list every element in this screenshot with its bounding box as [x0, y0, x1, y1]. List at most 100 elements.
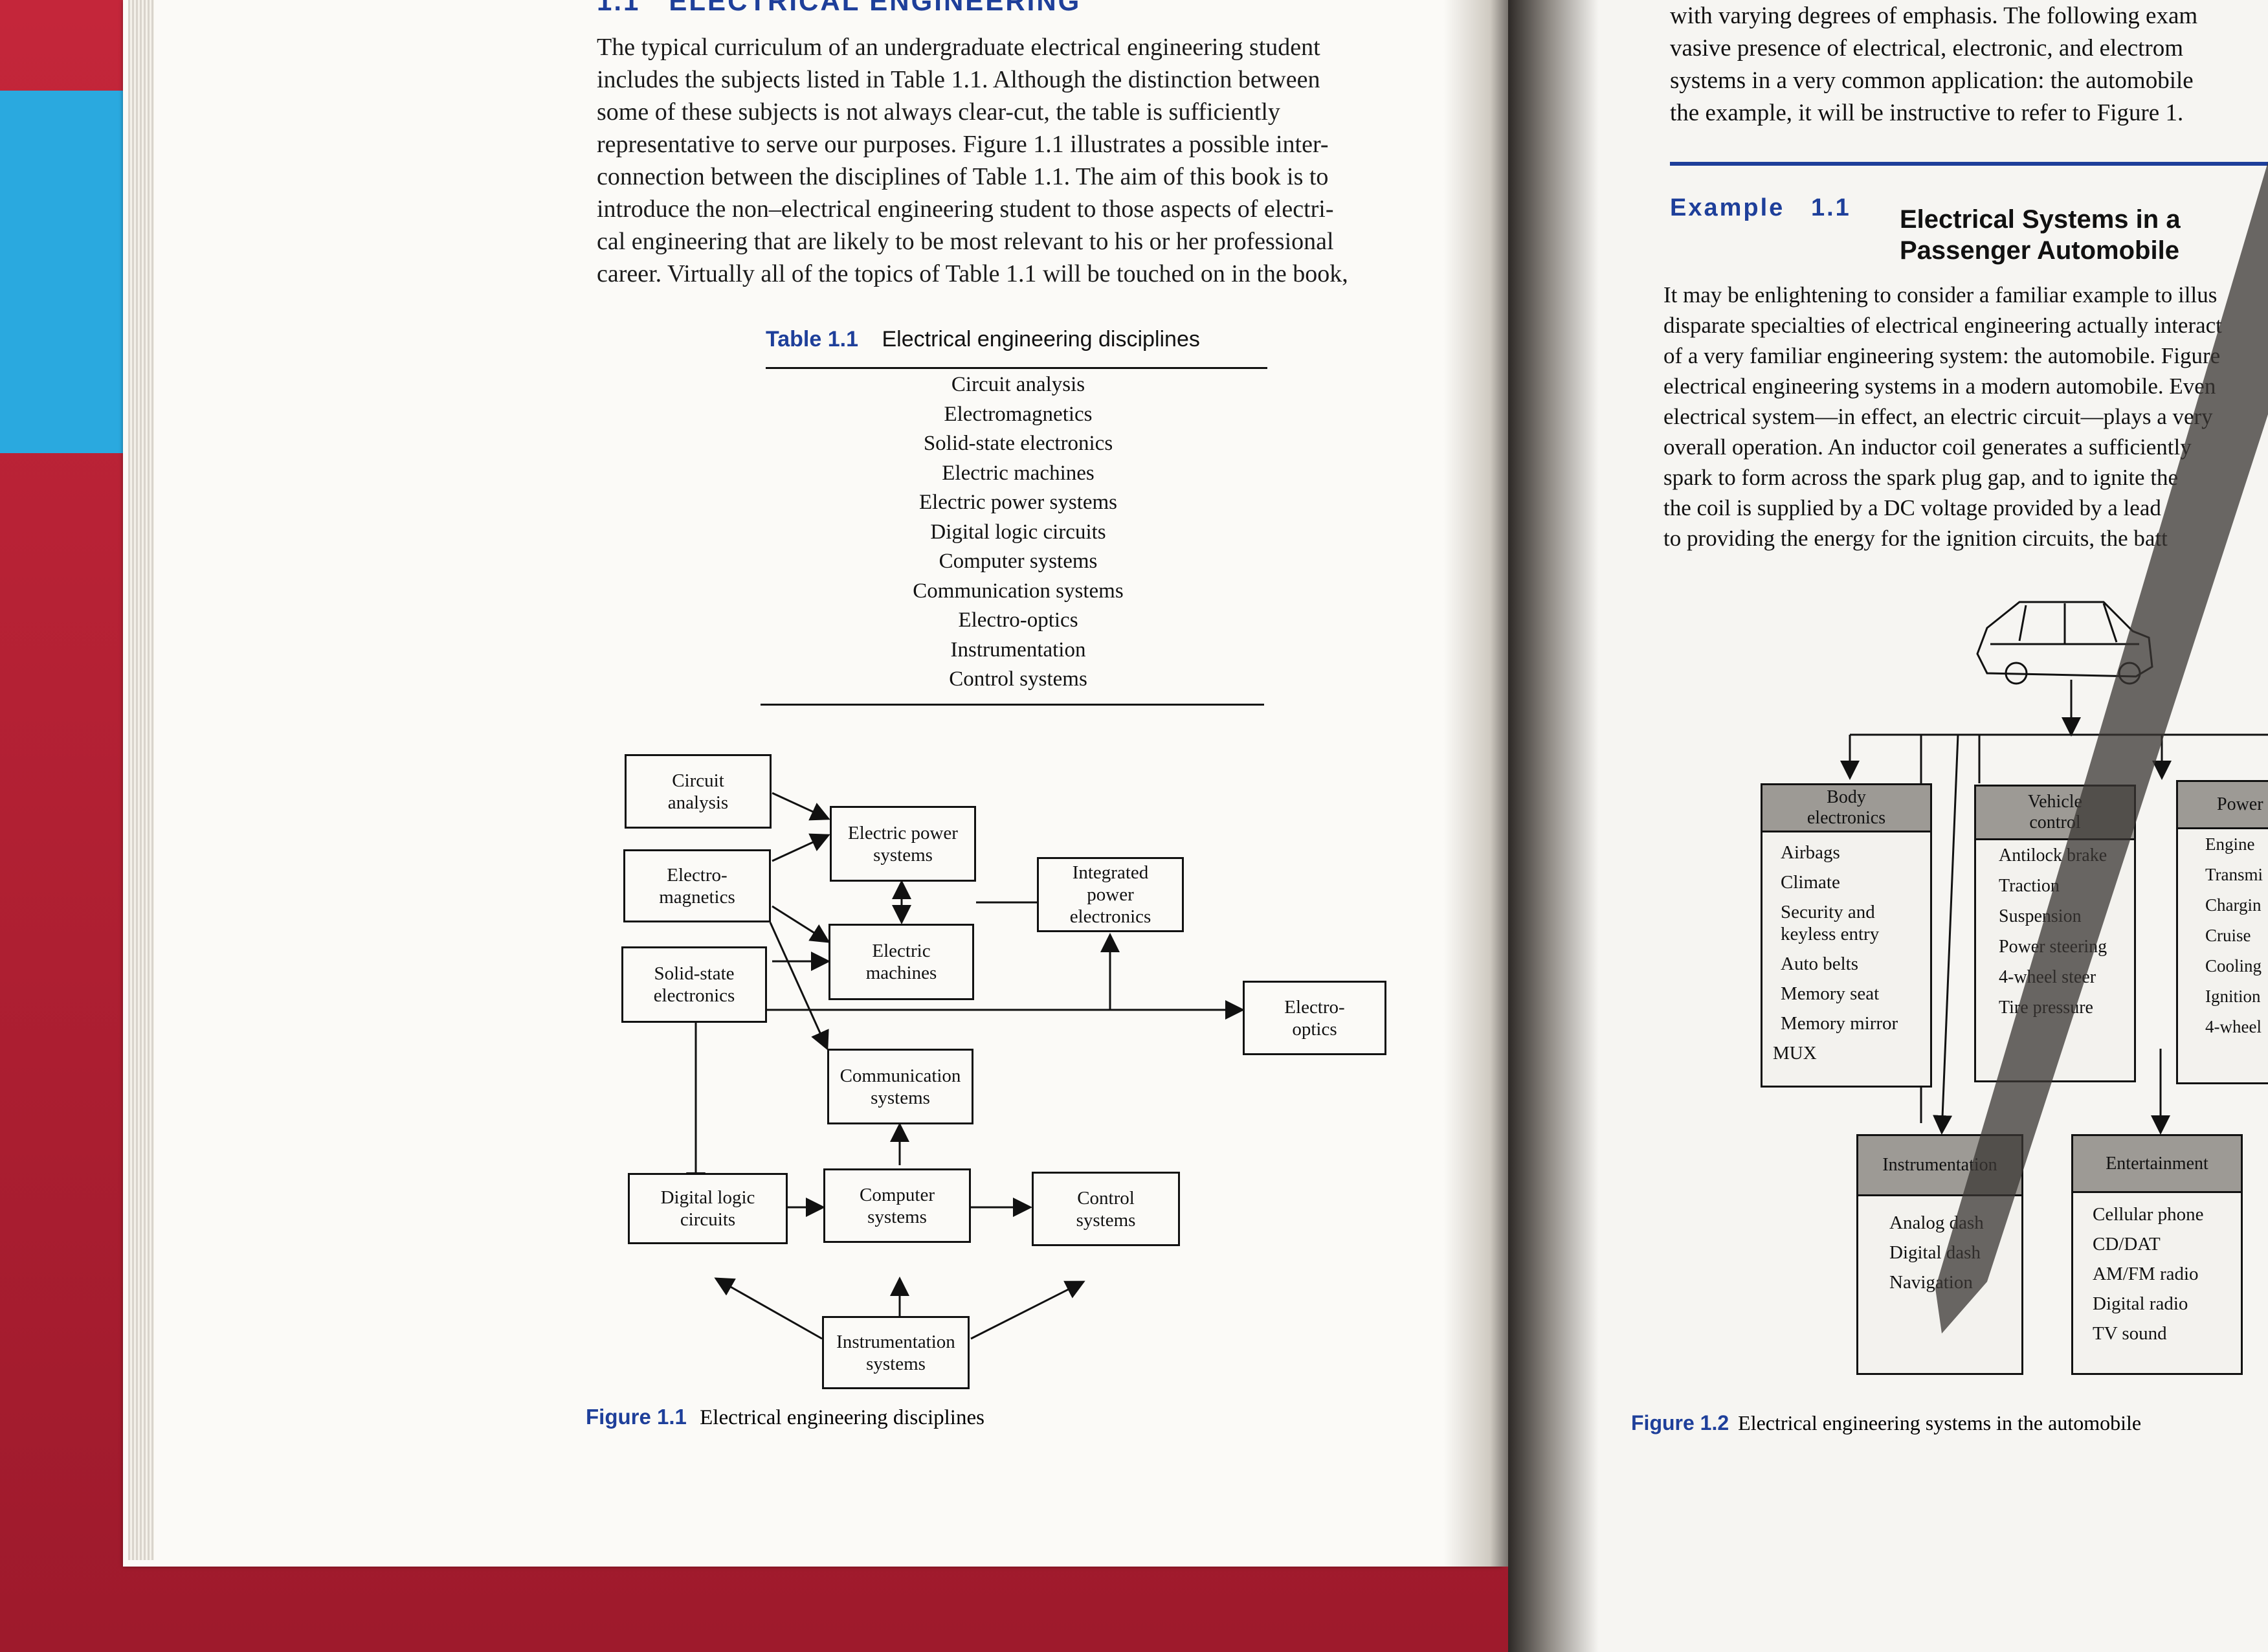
list-item: 4-wheel	[2205, 1017, 2262, 1036]
list-item: AM/FM radio	[2093, 1264, 2199, 1284]
box-integrated-power-electronics: Integrated power electronics	[1037, 857, 1184, 932]
list-item: Digital radio	[2093, 1293, 2188, 1314]
table-row: Circuit analysis	[951, 373, 1085, 396]
table-row: Electro-optics	[958, 608, 1078, 632]
box-instrumentation-systems: Instrumentation systems	[822, 1316, 970, 1389]
left-page	[123, 0, 1502, 1567]
box-label: Control systems	[1076, 1187, 1136, 1231]
example-rule	[1670, 162, 2268, 166]
example-label: Example 1.1	[1670, 194, 1851, 221]
figure-caption-text: Electrical engineering systems in the au…	[1738, 1411, 2142, 1434]
paragraph-line: disparate specialties of electrical engi…	[1663, 313, 2222, 338]
list-item: Traction	[1999, 876, 2060, 896]
paragraph-line: with varying degrees of emphasis. The fo…	[1670, 3, 2198, 29]
paragraph-line: electrical system—in effect, an electric…	[1663, 404, 2213, 429]
box-label: Communication systems	[839, 1065, 961, 1108]
table-caption: Electrical engineering disciplines	[882, 327, 1200, 352]
box-label: Digital logic circuits	[660, 1187, 755, 1230]
list-item: Cellular phone	[2093, 1204, 2204, 1225]
box-label: Electric machines	[865, 941, 937, 983]
box-control-systems: Control systems	[1032, 1172, 1180, 1246]
body-electronics-box: Body electronics Airbags Climate Securit…	[1761, 783, 1932, 1088]
box-label: Computer systems	[860, 1184, 935, 1227]
example-paragraph: It may be enlightening to consider a fam…	[1663, 280, 2268, 553]
box-label: Electric power systems	[848, 822, 958, 865]
table-title: Table 1.1 Electrical engineering discipl…	[766, 327, 1271, 352]
paragraph-line: introduce the non–electrical engineering…	[597, 195, 1334, 223]
table-row: Electric power systems	[918, 491, 1118, 514]
box-digital-logic-circuits: Digital logic circuits	[628, 1173, 788, 1244]
page-curl-shadow	[1508, 0, 1599, 1652]
box-label: Solid-state electronics	[653, 963, 735, 1006]
intro-paragraph: The typical curriculum of an undergradua…	[597, 31, 1441, 290]
paragraph-line: electrical engineering systems in a mode…	[1663, 374, 2216, 399]
box-label: Instrumentation systems	[836, 1331, 955, 1374]
list-item: Cooling	[2205, 956, 2262, 976]
list-item: Memory mirror	[1781, 1013, 1898, 1034]
list-item: Cruise	[2205, 926, 2251, 945]
figure-label: Figure 1.1	[586, 1405, 687, 1429]
box-computer-systems: Computer systems	[823, 1168, 971, 1243]
table-row: Communication systems	[913, 579, 1124, 603]
figure-label: Figure 1.2	[1631, 1411, 1729, 1434]
list-item: Engine	[2205, 834, 2255, 854]
paragraph-line: to providing the energy for the ignition…	[1663, 526, 2168, 551]
box-electromagnetics: Electro- magnetics	[623, 849, 771, 922]
paragraph-line: spark to form across the spark plug gap,…	[1663, 465, 2179, 490]
section-heading: 1.1 ELECTRICAL ENGINEERING	[597, 0, 1082, 16]
list-item: Security and keyless entry	[1781, 902, 1880, 944]
paragraph-line: some of these subjects is not always cle…	[597, 98, 1280, 126]
list-item: CD/DAT	[2093, 1234, 2161, 1255]
example-title: Electrical Systems in a Passenger Automo…	[1900, 204, 2181, 266]
box-label: Electro- optics	[1284, 996, 1345, 1040]
paragraph-line: overall operation. An inductor coil gene…	[1663, 434, 2192, 460]
box-label: Electro- magnetics	[659, 864, 735, 908]
box-title: Body electronics	[1807, 787, 1886, 828]
table-top-rule	[766, 367, 1267, 369]
box-label: Integrated power electronics	[1069, 862, 1151, 927]
box-circuit-analysis: Circuit analysis	[625, 754, 772, 829]
page-edges	[128, 0, 154, 1560]
list-item: Auto belts	[1781, 954, 1859, 974]
power-box: Power Engine Transmi Chargin Cruise Cool…	[2176, 780, 2268, 1084]
paragraph-line: It may be enlightening to consider a fam…	[1663, 282, 2218, 307]
box-electric-power-systems: Electric power systems	[830, 806, 976, 882]
table-bottom-rule	[761, 704, 1264, 706]
paragraph-line: includes the subjects listed in Table 1.…	[597, 66, 1320, 93]
table-row: Solid-state electronics	[923, 432, 1113, 455]
list-item: Ignition	[2205, 987, 2261, 1006]
box-electro-optics: Electro- optics	[1243, 981, 1386, 1055]
box-communication-systems: Communication systems	[827, 1049, 973, 1124]
box-label: Circuit analysis	[667, 770, 729, 813]
table-row: Control systems	[949, 667, 1087, 691]
paragraph-line: of a very familiar engineering system: t…	[1663, 343, 2221, 368]
box-title: Entertainment	[2106, 1153, 2208, 1174]
paragraph-line: The typical curriculum of an undergradua…	[597, 34, 1320, 61]
table-label: Table 1.1	[766, 327, 858, 352]
box-title: Power	[2217, 794, 2263, 814]
figure-1-2-caption: Figure 1.2 Electrical engineering system…	[1631, 1411, 2141, 1435]
disciplines-table: Circuit analysis Electromagnetics Solid-…	[766, 370, 1271, 695]
paragraph-line: the coil is supplied by a DC voltage pro…	[1663, 495, 2161, 520]
right-paragraph: with varying degrees of emphasis. The fo…	[1670, 0, 2268, 129]
list-item: Transmi	[2205, 865, 2263, 884]
paragraph-line: career. Virtually all of the topics of T…	[597, 260, 1348, 287]
table-row: Electromagnetics	[944, 402, 1093, 426]
list-item: Memory seat	[1781, 983, 1880, 1004]
entertainment-box: Entertainment Cellular phone CD/DAT AM/F…	[2071, 1134, 2243, 1375]
paragraph-line: vasive presence of electrical, electroni…	[1670, 35, 2184, 61]
paragraph-line: connection between the disciplines of Ta…	[597, 163, 1329, 190]
figure-1-1-caption: Figure 1.1 Electrical engineering discip…	[586, 1405, 984, 1430]
example-title-line: Electrical Systems in a	[1900, 205, 2181, 234]
paragraph-line: systems in a very common application: th…	[1670, 67, 2194, 94]
list-item: Chargin	[2205, 895, 2262, 915]
paragraph-line: cal engineering that are likely to be mo…	[597, 228, 1334, 255]
box-electric-machines: Electric machines	[828, 924, 974, 1000]
list-item: TV sound	[2093, 1323, 2167, 1344]
example-title-line: Passenger Automobile	[1900, 236, 2179, 265]
table-row: Electric machines	[942, 461, 1095, 485]
list-item: Airbags	[1781, 842, 1840, 863]
paragraph-line: the example, it will be instructive to r…	[1670, 100, 2184, 126]
